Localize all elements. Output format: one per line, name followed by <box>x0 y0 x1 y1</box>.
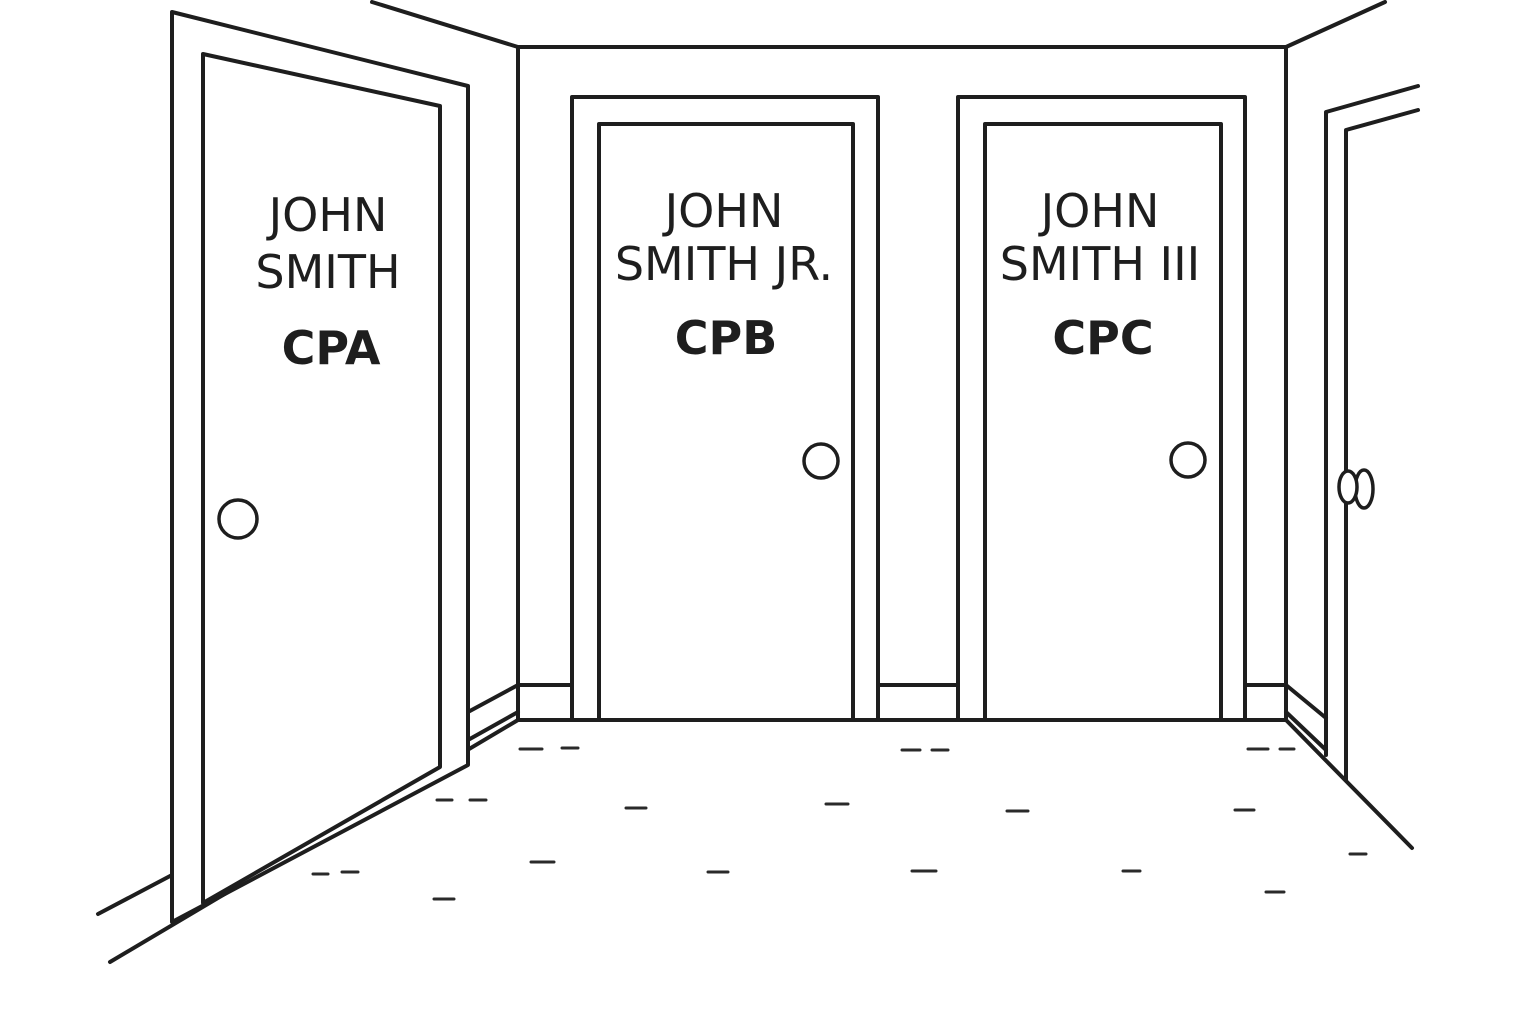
door-far-right-panel-edge <box>1344 108 1420 782</box>
door-right-title: CPC <box>1052 311 1153 365</box>
door-knob-icon[interactable] <box>1169 441 1207 479</box>
baseboard-left-bottom <box>466 710 520 742</box>
door-left-name-line2: SMITH <box>255 245 400 299</box>
door-far-right[interactable] <box>1324 84 1420 782</box>
left-ceiling-edge <box>370 0 520 49</box>
door-right-panel <box>983 122 1223 722</box>
door-middle-title: CPB <box>675 311 778 365</box>
door-knob-icon[interactable] <box>217 498 259 540</box>
door-right-name-line2: SMITH III <box>1000 237 1200 291</box>
door-left[interactable]: JOHN SMITH CPA <box>170 10 470 924</box>
baseboard-right-top <box>1284 683 1328 720</box>
baseboard-right-bottom <box>1284 710 1328 752</box>
door-right-name-line1: JOHN <box>1038 184 1160 238</box>
baseboard-left-front <box>96 873 174 916</box>
door-left-title: CPA <box>282 321 381 375</box>
door-left-panel <box>201 52 442 905</box>
door-far-right-frame <box>1324 84 1420 757</box>
baseboard-left-top <box>466 683 520 714</box>
door-middle-name-line2: SMITH JR. <box>615 237 833 291</box>
door-middle-panel <box>597 122 855 722</box>
floor-texture <box>311 746 1368 901</box>
right-floor-edge <box>1284 718 1414 850</box>
right-ceiling-edge <box>1284 0 1387 49</box>
door-right[interactable]: JOHN SMITH III CPC <box>956 95 1247 722</box>
door-knob-back-icon <box>1337 469 1359 505</box>
door-left-name-line1: JOHN <box>266 188 388 242</box>
door-middle[interactable]: JOHN SMITH JR. CPB <box>570 95 880 722</box>
door-knob-icon[interactable] <box>802 442 840 480</box>
door-middle-name-line1: JOHN <box>662 184 784 238</box>
